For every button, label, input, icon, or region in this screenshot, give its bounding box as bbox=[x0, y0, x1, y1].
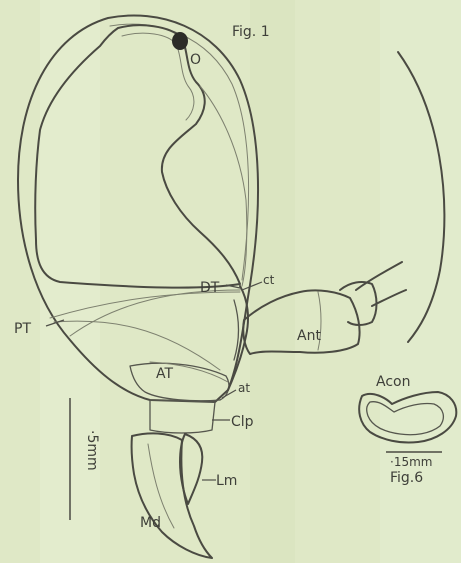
dt-label: DT bbox=[200, 280, 220, 296]
fig6-scale-label: ·15mm bbox=[390, 455, 432, 469]
ocellus-spot bbox=[172, 32, 188, 50]
fig1-caption: Fig. 1 bbox=[232, 24, 270, 40]
md-label: Md bbox=[140, 515, 161, 531]
pt-label: PT bbox=[14, 321, 31, 337]
at-label: AT bbox=[156, 366, 173, 382]
clp-label: Clp bbox=[231, 414, 254, 430]
fig1-scale-label: ·5mm bbox=[84, 430, 100, 471]
ct-label: ct bbox=[263, 273, 275, 287]
fig6-caption: Fig.6 bbox=[390, 470, 423, 486]
lm-label: Lm bbox=[216, 473, 237, 489]
ant-label: Ant bbox=[297, 328, 321, 344]
ocellus-label: O bbox=[190, 52, 201, 68]
at-small-label: at bbox=[238, 381, 250, 395]
acon-label: Acon bbox=[376, 374, 410, 390]
